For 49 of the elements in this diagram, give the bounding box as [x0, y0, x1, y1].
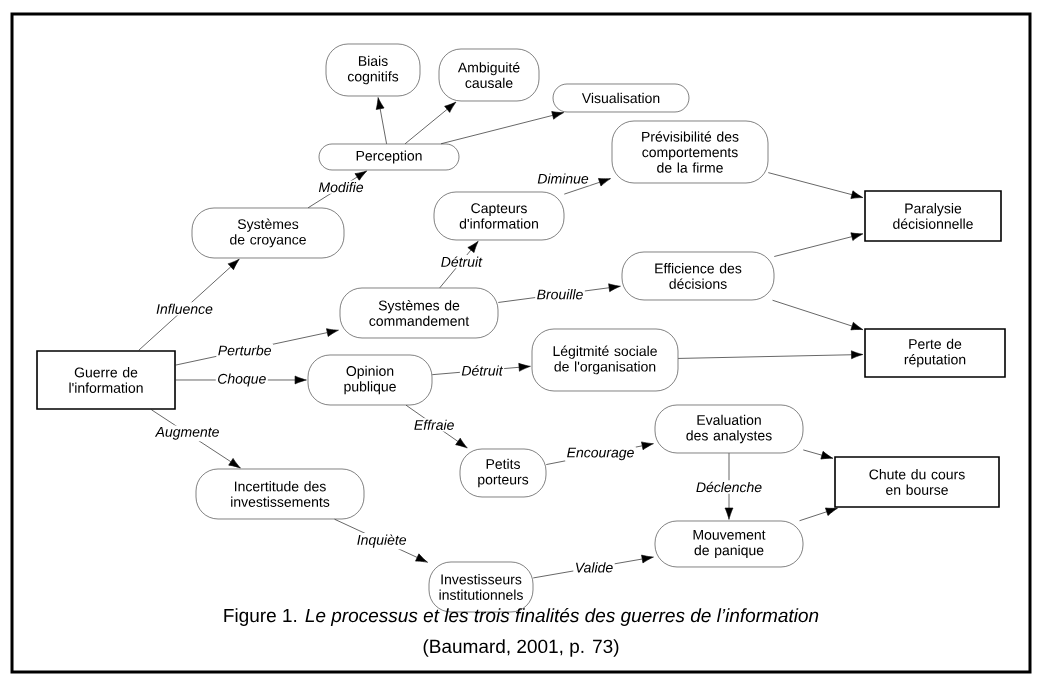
- concept-node: Systèmes de croyance: [191, 207, 345, 259]
- arrow: [440, 111, 564, 145]
- arrow: [151, 409, 241, 469]
- arrow: [773, 232, 864, 257]
- edge-label: Choque: [218, 373, 266, 387]
- outcome-box: Paralysie décisionnelle: [864, 190, 1002, 242]
- edge-label: Valide: [576, 562, 613, 573]
- edge-label: Diminue: [537, 173, 589, 184]
- concept-node: Systèmes de commandement: [339, 287, 499, 339]
- concept-node: Petits porteurs: [459, 448, 547, 498]
- edge-label: Détruit: [461, 365, 504, 376]
- edge-label: Perturbe: [218, 345, 271, 356]
- edge-label: Brouille: [537, 289, 583, 300]
- edge-label: Influence: [156, 303, 213, 314]
- concept-node: Légitmité sociale de l'organisation: [531, 328, 679, 392]
- arrow: [563, 178, 611, 195]
- arrow: [405, 404, 468, 449]
- concept-node: Opinion publique: [307, 354, 433, 406]
- edge-label: Modifie: [318, 181, 364, 193]
- arrow: [677, 350, 864, 360]
- concept-node: Efficience des décisions: [621, 251, 775, 301]
- concept-node: Ambiguité causale: [438, 48, 540, 102]
- arrow: [767, 172, 864, 199]
- arrow: [772, 299, 864, 331]
- edge-label: Inquiète: [357, 534, 407, 548]
- concept-node: Evaluation des analystes: [654, 404, 804, 454]
- arrow: [802, 449, 834, 460]
- concept-node: Perception: [318, 143, 460, 171]
- edge-label: Encourage: [567, 447, 634, 461]
- concept-node: Mouvement de panique: [654, 520, 804, 568]
- concept-node: Biais cognitifs: [325, 43, 421, 97]
- arrow: [799, 507, 838, 522]
- source-note: (Baumard, 2001, p. 73): [423, 639, 619, 657]
- outcome-box: Guerre de l'information: [36, 350, 176, 410]
- arrow: [404, 101, 457, 145]
- concept-node: Incertitude des investissements: [195, 468, 365, 520]
- arrow: [375, 97, 387, 145]
- concept-node: Capteurs d'information: [433, 191, 565, 241]
- arrow: [439, 240, 479, 289]
- edge-label: Déclenche: [696, 481, 762, 493]
- edge-label: Détruit: [441, 256, 483, 267]
- arrow: [138, 258, 240, 351]
- edge-label: Effraie: [414, 419, 454, 430]
- arrow: [724, 452, 734, 520]
- concept-node: Visualisation: [552, 83, 690, 113]
- concept-node: Prévisibilité des comportements de la firme: [611, 120, 769, 184]
- outcome-box: Perte de réputation: [864, 328, 1006, 378]
- edge-label: Augmente: [154, 427, 219, 440]
- outcome-box: Chute du cours en bourse: [834, 456, 1000, 508]
